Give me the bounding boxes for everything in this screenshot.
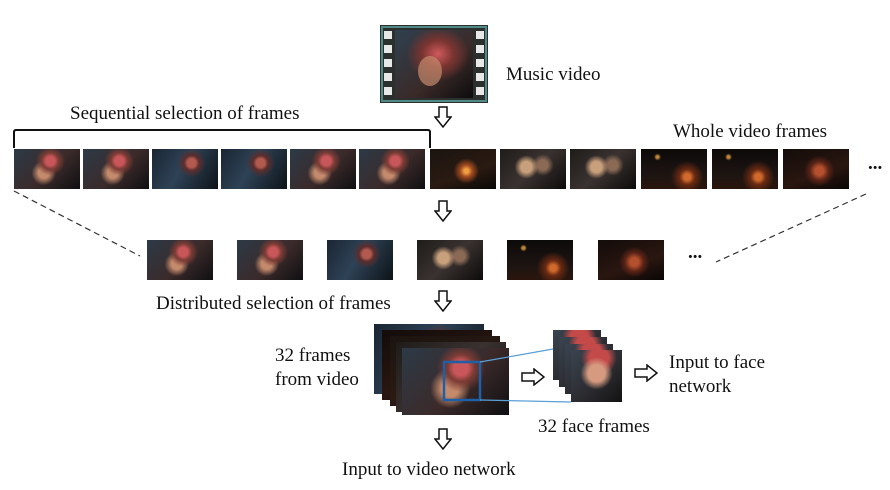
hollow-down-arrow-icon: [434, 428, 452, 450]
ellipsis-top: ...: [868, 153, 883, 174]
selected-frame: [507, 240, 573, 280]
video-frame: [570, 149, 636, 189]
frames-count-line1: 32 frames: [275, 345, 351, 366]
video-frame: [152, 149, 218, 189]
selected-frame: [417, 240, 483, 280]
selected-frame: [237, 240, 303, 280]
distributed-selection-label: Distributed selection of frames: [156, 293, 391, 314]
frames-count-label: 32 frames from video: [275, 344, 359, 392]
video-frame: [641, 149, 707, 189]
video-frame: [359, 149, 425, 189]
face-network-input-label: Input to face network: [669, 351, 765, 399]
video-frame: [430, 149, 496, 189]
face-frame-front: [571, 350, 622, 402]
hollow-down-arrow-icon: [434, 106, 452, 128]
frames-count-line2: from video: [275, 369, 359, 390]
video-frame: [712, 149, 778, 189]
hollow-right-arrow-icon: [521, 368, 545, 386]
sequential-selection-label: Sequential selection of frames: [70, 103, 300, 124]
video-frame: [83, 149, 149, 189]
whole-video-frames-label: Whole video frames: [673, 121, 828, 142]
face-network-line1: Input to face: [669, 352, 766, 373]
ellipsis-middle: ...: [688, 242, 703, 263]
video-frame: [221, 149, 287, 189]
selected-frame: [598, 240, 664, 280]
face-frames-label: 32 face frames: [538, 416, 650, 437]
hollow-down-arrow-icon: [434, 200, 452, 222]
video-frame: [783, 149, 849, 189]
video-frame: [290, 149, 356, 189]
video-network-input-label: Input to video network: [342, 459, 516, 480]
selected-frame: [147, 240, 213, 280]
face-network-line2: network: [669, 376, 732, 397]
hollow-down-arrow-icon: [434, 290, 452, 312]
film-strip-icon: [380, 25, 488, 103]
frame-stack-front: [402, 348, 509, 415]
video-frame: [500, 149, 566, 189]
selected-frame: [327, 240, 393, 280]
sequential-bracket: [13, 129, 431, 148]
video-frame: [14, 149, 80, 189]
hollow-right-arrow-icon: [634, 364, 658, 382]
music-video-label: Music video: [506, 64, 601, 85]
